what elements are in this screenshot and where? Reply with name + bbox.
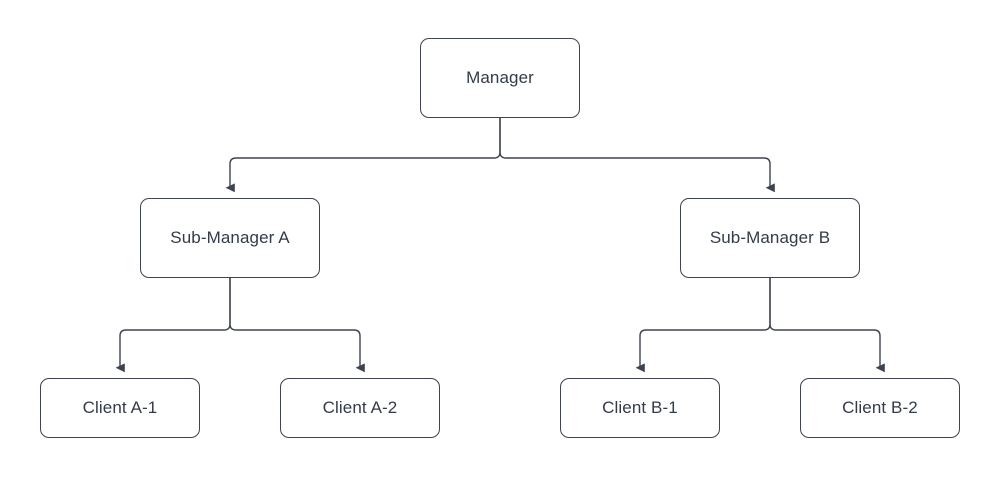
node-client-b-2-label: Client B-2: [842, 397, 918, 417]
node-sub-manager-b-label: Sub-Manager B: [709, 227, 831, 247]
node-manager[interactable]: Manager: [420, 38, 580, 118]
node-client-b-1[interactable]: Client B-1: [560, 378, 720, 438]
node-sub-manager-a-label: Sub-Manager A: [170, 227, 290, 247]
node-sub-manager-a[interactable]: Sub-Manager A: [140, 198, 320, 278]
edge-submanager-b-to-client-b1: [635, 278, 771, 373]
edge-manager-to-submanager-a: [225, 118, 501, 193]
node-client-a-2[interactable]: Client A-2: [280, 378, 440, 438]
node-manager-label: Manager: [466, 67, 534, 87]
edge-manager-to-submanager-b: [499, 118, 775, 193]
edge-submanager-b-to-client-b2: [769, 278, 885, 373]
edge-submanager-a-to-client-a2: [229, 278, 365, 373]
edge-submanager-a-to-client-a1: [115, 278, 231, 373]
node-client-a-1-label: Client A-1: [82, 397, 158, 417]
node-client-a-2-label: Client A-2: [322, 397, 398, 417]
node-client-a-1[interactable]: Client A-1: [40, 378, 200, 438]
node-client-b-2[interactable]: Client B-2: [800, 378, 960, 438]
node-client-b-1-label: Client B-1: [602, 397, 678, 417]
node-sub-manager-b[interactable]: Sub-Manager B: [680, 198, 860, 278]
